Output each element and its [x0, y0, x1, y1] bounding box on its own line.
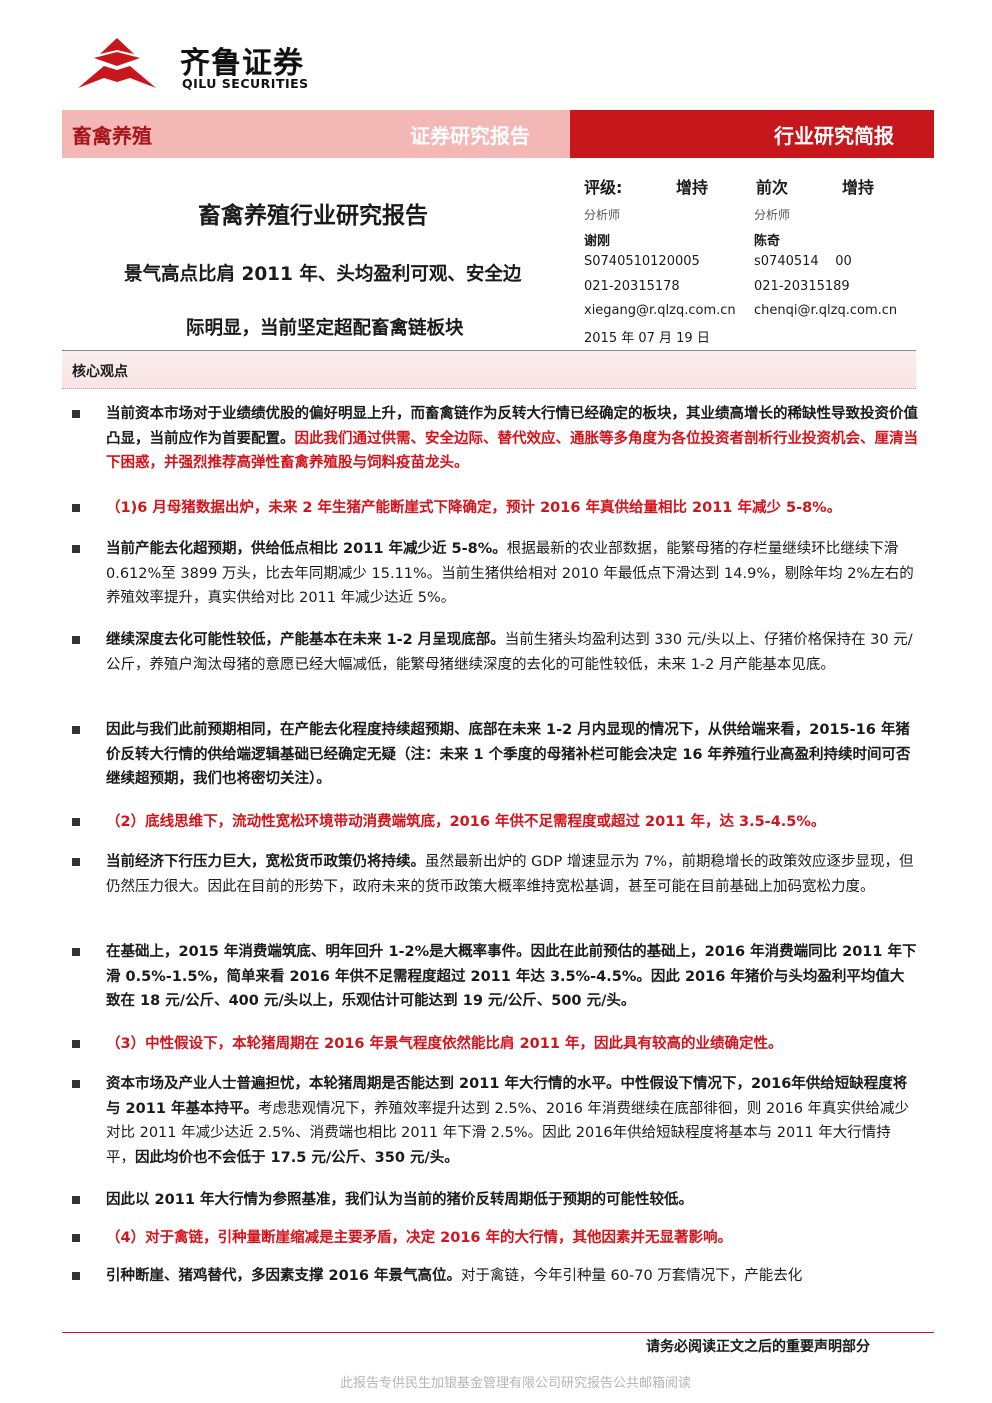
qilu-logo-icon — [78, 38, 156, 88]
rating-previous-label: 前次 — [756, 178, 789, 197]
point-bold-text: 当前产能去化超预期，供给低点相比 2011 年减少近 5-8%。 — [106, 541, 507, 557]
rating-current: 增持 — [676, 178, 709, 197]
point-bold-text: 资本市场及产业人士普遍担忧，本轮猪周期是否能达到 2011 年大行情的水平。中性… — [106, 1076, 908, 1117]
report-subtitle-line2: 际明显，当前坚定超配畜禽链板块 — [186, 318, 464, 339]
report-subtitle-line1: 景气高点比肩 2011 年、头均盈利可观、安全边 — [124, 264, 522, 285]
header-band-accent — [570, 110, 934, 158]
point-bold-text: 因此均价也不会低于 17.5 元/公斤、350 元/头。 — [135, 1149, 459, 1166]
bullet-icon — [72, 545, 80, 553]
point-body-text: 当前生猪头均盈利达到 330 元/头以上、仔猪价格保持在 30 元/公斤，养殖户… — [106, 632, 913, 673]
bullet-icon — [72, 1234, 80, 1242]
analyst-cert: S0740510120005 — [584, 254, 700, 269]
analyst-phone: 021-20315178 — [584, 279, 680, 294]
bullet-icon — [72, 410, 80, 418]
core-point: 当前产能去化超预期，供给低点相比 2011 年减少近 5-8%。根据最新的农业部… — [106, 537, 918, 611]
core-point: 当前经济下行压力巨大，宽松货币政策仍将持续。虽然最新出炉的 GDP 增速显示为 … — [106, 850, 918, 899]
core-point: 因此以 2011 年大行情为参照基准，我们认为当前的猪价反转周期低于预期的可能性… — [106, 1188, 918, 1213]
core-point: 当前资本市场对于业绩绩优股的偏好明显上升，而畜禽链作为反转大行情已经确定的板块，… — [106, 402, 918, 476]
analyst-name: 陈奇 — [754, 234, 781, 249]
analyst-phone: 021-20315189 — [754, 279, 850, 294]
sector-label: 畜禽养殖 — [72, 124, 152, 148]
report-title: 畜禽养殖行业研究报告 — [198, 203, 428, 229]
footer-divider — [62, 1332, 934, 1333]
core-point: 因此与我们此前预期相同，在产能去化程度持续超预期、底部在未来 1-2 月内显现的… — [106, 718, 918, 792]
logo-english-name: QILU SECURITIES — [182, 76, 309, 91]
analyst-role: 分析师 — [754, 208, 791, 222]
point-bold-text: 当前经济下行压力巨大，宽松货币政策仍将持续。 — [106, 854, 425, 870]
point-bold-text: 在基础上，2015 年消费端筑底、明年回升 1-2%是大概率事件。因此在此前预估… — [106, 944, 917, 1009]
watermark-text: 此报告专供民生加银基金管理有限公司研究报告公共邮箱阅读 — [340, 1376, 692, 1391]
core-point-heading: （1)6 月母猪数据出炉，未来 2 年生猪产能断崖式下降确定，预计 2016 年… — [106, 496, 918, 521]
bullet-icon — [72, 504, 80, 512]
core-view-title: 核心观点 — [72, 364, 128, 380]
disclaimer-notice: 请务必阅读正文之后的重要声明部分 — [646, 1339, 870, 1355]
bullet-icon — [72, 818, 80, 826]
core-view-header — [62, 350, 916, 389]
point-bold-text: 当前资本市场对于业绩绩优股的偏好明显上升，而畜禽链作为反转大行情已经确定的板块，… — [106, 406, 918, 447]
bullet-icon — [72, 1196, 80, 1204]
bullet-icon — [72, 726, 80, 734]
analyst-cert: s0740514 00 — [754, 254, 852, 269]
analyst-email[interactable]: xiegang@r.qlzq.com.cn — [584, 303, 736, 318]
point-bold-text: 因此与我们此前预期相同，在产能去化程度持续超预期、底部在未来 1-2 月内显现的… — [106, 722, 911, 787]
core-point-heading: （4）对于禽链，引种量断崖缩减是主要矛盾，决定 2016 年的大行情，其他因素并… — [106, 1226, 918, 1251]
rating-previous: 增持 — [842, 178, 875, 197]
analyst-name: 谢刚 — [584, 234, 611, 249]
core-point-heading: （3）中性假设下，本轮猪周期在 2016 年景气程度依然能比肩 2011 年，因… — [106, 1032, 918, 1057]
point-highlight-text: （1)6 月母猪数据出炉，未来 2 年生猪产能断崖式下降确定，预计 2016 年… — [106, 500, 842, 516]
point-bold-text: 继续深度去化可能性较低，产能基本在未来 1-2 月呈现底部。 — [106, 632, 505, 648]
analyst-role: 分析师 — [584, 208, 621, 222]
point-body-text: 根据最新的农业部数据，能繁母猪的存栏量继续环比继续下滑 0.612%至 3899… — [106, 541, 914, 606]
point-highlight-text: （2）底线思维下，流动性宽松环境带动消费端筑底，2016 年供不足需程度或超过 … — [106, 814, 826, 830]
core-point: 继续深度去化可能性较低，产能基本在未来 1-2 月呈现底部。当前生猪头均盈利达到… — [106, 628, 918, 677]
point-highlight-text: （3）中性假设下，本轮猪周期在 2016 年景气程度依然能比肩 2011 年，因… — [106, 1036, 783, 1052]
report-date: 2015 年 07 月 19 日 — [584, 331, 710, 346]
report-type-label: 证券研究报告 — [410, 124, 530, 148]
point-body-text: 对于禽链，今年引种量 60-70 万套情况下，产能去化 — [460, 1268, 803, 1284]
bullet-icon — [72, 1080, 80, 1088]
point-highlight-text: （4）对于禽链，引种量断崖缩减是主要矛盾，决定 2016 年的大行情，其他因素并… — [106, 1230, 733, 1246]
point-body-text: 虽然最新出炉的 GDP 增速显示为 7%，前期稳增长的政策效应逐步显现，但仍然压… — [106, 854, 914, 895]
core-point-heading: （2）底线思维下，流动性宽松环境带动消费端筑底，2016 年供不足需程度或超过 … — [106, 810, 918, 835]
point-body-text: 考虑悲观情况下，养殖效率提升达到 2.5%、2016 年消费继续在底部徘徊，则 … — [106, 1100, 910, 1166]
rating-label: 评级: — [584, 178, 623, 197]
point-bold-text: 引种断崖、猪鸡替代，多因素支撑 2016 年景气高位。 — [106, 1268, 461, 1284]
core-point: 资本市场及产业人士普遍担忧，本轮猪周期是否能达到 2011 年大行情的水平。中性… — [106, 1072, 918, 1170]
bullet-icon — [72, 858, 80, 866]
core-point: 在基础上，2015 年消费端筑底、明年回升 1-2%是大概率事件。因此在此前预估… — [106, 940, 918, 1014]
bullet-icon — [72, 636, 80, 644]
bullet-icon — [72, 948, 80, 956]
analyst-email[interactable]: chenqi@r.qlzq.com.cn — [754, 303, 898, 318]
logo-chinese-name: 齐鲁证券 — [180, 46, 304, 81]
bullet-icon — [72, 1272, 80, 1280]
bullet-icon — [72, 1040, 80, 1048]
report-kind-label: 行业研究简报 — [774, 124, 894, 148]
point-bold-text: 因此以 2011 年大行情为参照基准，我们认为当前的猪价反转周期低于预期的可能性… — [106, 1192, 693, 1208]
divider — [62, 388, 916, 389]
point-highlight-text: 因此我们通过供需、安全边际、替代效应、通胀等多角度为各位投资者剖析行业投资机会、… — [106, 430, 918, 472]
core-point: 引种断崖、猪鸡替代，多因素支撑 2016 年景气高位。对于禽链，今年引种量 60… — [106, 1264, 918, 1290]
